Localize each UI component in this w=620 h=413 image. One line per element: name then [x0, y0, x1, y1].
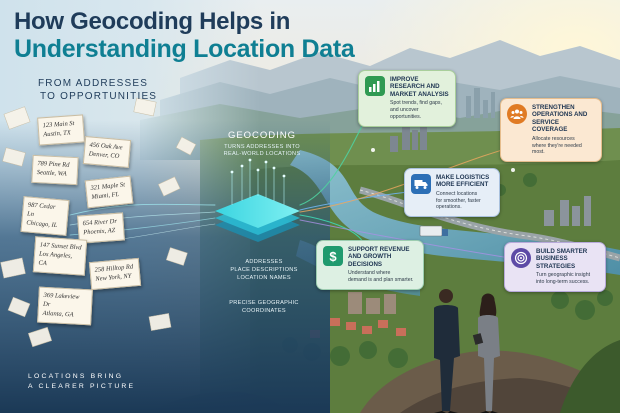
truck-icon — [411, 174, 431, 194]
geocoding-inputs: ADDRESSES PLACE DESCRIPTIONS LOCATION NA… — [230, 259, 298, 281]
benefit-card-research: IMPROVE RESEARCH AND MARKET ANALYSIS Spo… — [358, 70, 456, 127]
footer-caption: LOCATIONS BRING A CLEARER PICTURE — [28, 373, 136, 391]
geocoding-subtitle: TURNS ADDRESSES INTO REAL-WORLD LOCATION… — [223, 144, 301, 158]
intro-heading: FROM ADDRESSES TO OPPORTUNITIES — [38, 78, 157, 103]
title-line-1: How Geocoding Helps in — [14, 8, 291, 35]
intro-line-2: TO OPPORTUNITIES — [40, 90, 158, 102]
benefit-card-revenue: $ SUPPORT REVENUE AND GROWTH DECISIONS U… — [316, 240, 424, 290]
geocoding-platform — [215, 158, 300, 242]
page-title: How Geocoding Helps in Understanding Loc… — [14, 10, 355, 62]
bar-chart-icon — [365, 76, 385, 96]
benefit-card-logistics: MAKE LOGISTICS MORE EFFICIENT Connect lo… — [404, 168, 500, 218]
benefit-card-strategy: BUILD SMARTER BUSINESS STRATEGIES Turn g… — [504, 242, 606, 292]
business-people-figure — [434, 289, 500, 413]
team-icon — [507, 104, 527, 124]
target-icon — [511, 248, 531, 268]
geocoding-title: GEOCODING — [227, 130, 297, 141]
benefit-card-operations: STRENGTHEN OPERATIONS AND SERVICE COVERA… — [500, 98, 602, 162]
geocoding-output: PRECISE GEOGRAPHIC COORDINATES — [229, 300, 299, 314]
dollar-icon: $ — [323, 246, 343, 266]
title-line-2: Understanding Location Data — [14, 35, 355, 63]
intro-line-1: FROM ADDRESSES — [38, 78, 149, 89]
